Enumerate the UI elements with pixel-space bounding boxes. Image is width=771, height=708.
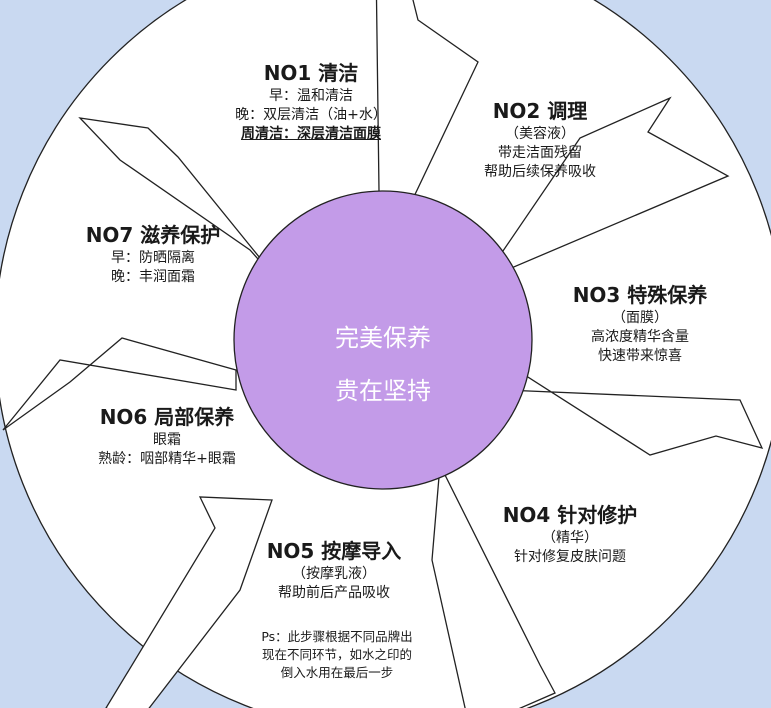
note-line: 倒入水用在最后一步: [280, 665, 394, 681]
step-6-title: NO6 局部保养: [99, 405, 235, 429]
arrow-5-to-6: [105, 496, 273, 708]
step-1-line: 晚：双层清洁（油+水）: [235, 106, 387, 123]
arrow-4-to-5: [431, 462, 556, 708]
step-3-line: 高浓度精华含量: [591, 328, 689, 345]
step-1: NO1 清洁 早：温和清洁 晚：双层清洁（油+水） 周清洁：深层清洁面膜: [196, 60, 426, 144]
step-4-title: NO4 针对修护: [502, 503, 638, 527]
arrow-6-to-7: [2, 337, 237, 431]
step-5-note: Ps：此步骤根据不同品牌出 现在不同环节，如水之印的 倒入水用在最后一步: [232, 628, 442, 682]
step-7-line: 晚：丰润面霜: [111, 268, 195, 285]
step-6-line: 眼霜: [153, 432, 181, 448]
step-2-line: （美容液）: [505, 126, 575, 142]
step-5-title: NO5 按摩导入: [266, 539, 402, 563]
center-circle: [233, 190, 533, 490]
step-3-line: （面膜）: [612, 310, 668, 326]
note-line: Ps：此步骤根据不同品牌出: [261, 629, 413, 644]
step-7: NO7 滋养保护 早：防晒隔离 晚：丰润面霜: [58, 222, 248, 287]
step-1-line: 周清洁：深层清洁面膜: [241, 125, 381, 142]
step-2: NO2 调理 （美容液） 带走洁面残留 帮助后续保养吸收: [440, 98, 640, 182]
note-line: 现在不同环节，如水之印的: [261, 647, 412, 663]
step-1-title: NO1 清洁: [263, 61, 359, 85]
step-4: NO4 针对修护 （精华） 针对修复皮肤问题: [470, 502, 670, 567]
step-2-line: 帮助后续保养吸收: [484, 163, 596, 180]
step-3-line: 快速带来惊喜: [598, 347, 682, 364]
step-2-title: NO2 调理: [492, 99, 588, 123]
step-4-line: 针对修复皮肤问题: [514, 548, 626, 565]
step-7-line: 早：防晒隔离: [111, 250, 195, 266]
center-text: 完美保养 贵在坚持: [285, 312, 481, 418]
step-3: NO3 特殊保养 （面膜） 高浓度精华含量 快速带来惊喜: [540, 282, 740, 366]
center-line-1: 完美保养: [335, 324, 431, 352]
step-5: NO5 按摩导入 （按摩乳液） 帮助前后产品吸收: [234, 538, 434, 603]
step-3-title: NO3 特殊保养: [572, 283, 708, 307]
step-5-line: 帮助前后产品吸收: [278, 584, 390, 601]
step-4-line: （精华）: [542, 530, 598, 546]
step-2-line: 带走洁面残留: [498, 144, 582, 161]
step-5-line: （按摩乳液）: [292, 566, 376, 582]
step-6-line: 熟龄：咽部精华+眼霜: [98, 450, 236, 467]
step-1-line: 早：温和清洁: [269, 88, 353, 104]
center-line-2: 贵在坚持: [335, 376, 431, 405]
step-6: NO6 局部保养 眼霜 熟龄：咽部精华+眼霜: [72, 404, 262, 469]
step-7-title: NO7 滋养保护: [85, 223, 221, 247]
